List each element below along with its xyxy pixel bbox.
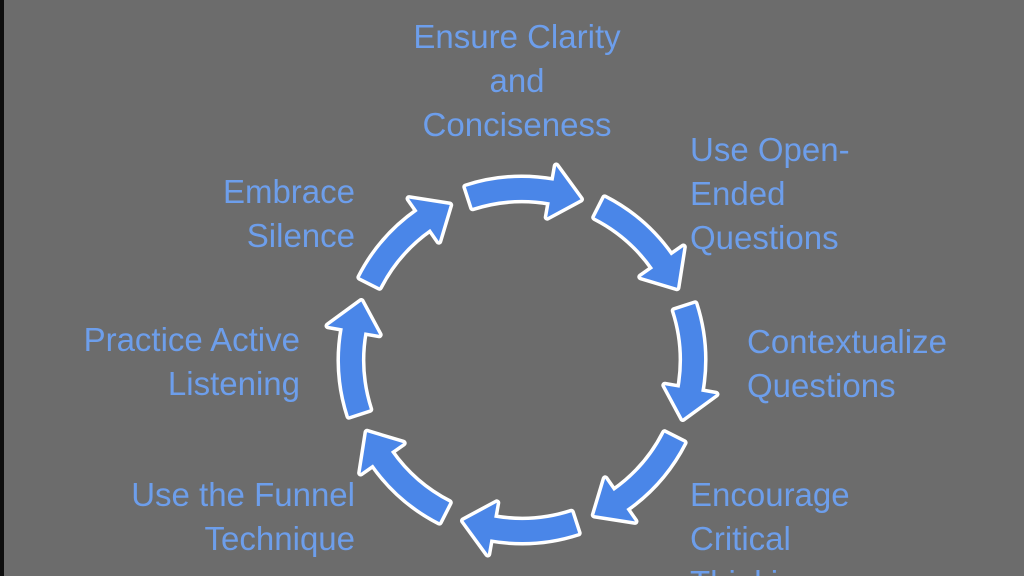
cycle-step-label-contextualize-questions: Contextualize Questions: [747, 323, 947, 404]
cycle-arrow-right: [665, 304, 716, 419]
cycle-arrow-left: [328, 302, 379, 417]
cycle-step-label-embrace-silence: Embrace Silence: [222, 173, 355, 254]
cycle-arrow-bottom-left: [343, 420, 460, 537]
cycle-step-label-use-the-funnel-technique: Use the Funnel Technique: [131, 476, 355, 557]
cycle-arrow-top-right: [583, 183, 700, 300]
cycle-step-label-ensure-clarity-and-conciseness: Ensure Clarity and Conciseness: [413, 18, 621, 143]
cycle-arrow-bottom: [464, 503, 579, 554]
cycle-step-label-encourage-critical-thinking: Encourage Critical Thinking: [690, 476, 850, 576]
cycle-step-label-use-open-ended-questions: Use Open- Ended Questions: [690, 131, 850, 256]
cycle-step-label-practice-active-listening: Practice Active Listening: [83, 321, 300, 402]
cycle-arrow-bottom-right: [582, 421, 699, 538]
cycle-arrow-top: [466, 166, 581, 217]
cycle-arrow-top-left: [345, 181, 462, 298]
screen-left-edge: [0, 0, 4, 576]
